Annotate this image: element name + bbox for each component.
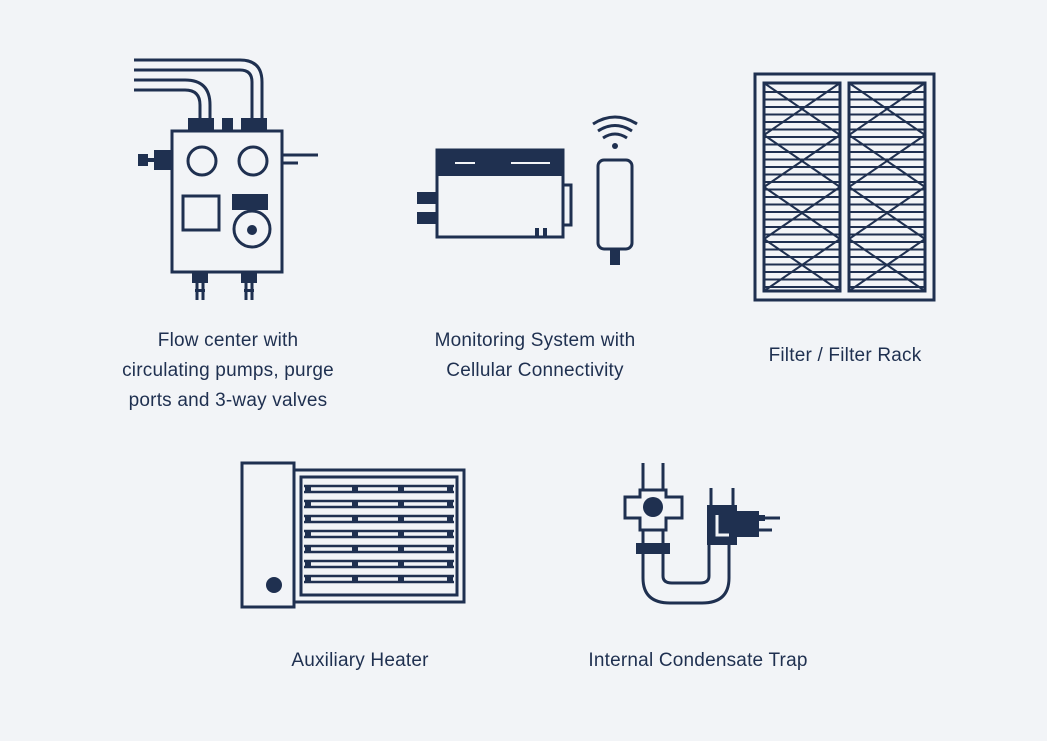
caption-line: Internal Condensate Trap xyxy=(588,650,808,671)
caption-condensate-trap: Internal Condensate Trap xyxy=(548,646,848,676)
caption-line: Auxiliary Heater xyxy=(291,650,429,671)
caption-auxiliary-heater: Auxiliary Heater xyxy=(210,646,510,676)
caption-filter-rack: Filter / Filter Rack xyxy=(695,341,995,371)
caption-line: Flow center with xyxy=(157,330,299,351)
caption-flow-center: Flow center with circulating pumps, purg… xyxy=(78,326,378,416)
caption-line: circulating pumps, purge xyxy=(122,360,334,381)
caption-line: Filter / Filter Rack xyxy=(768,345,922,366)
caption-monitoring-system: Monitoring System with Cellular Connecti… xyxy=(385,326,685,386)
caption-line: Cellular Connectivity xyxy=(446,360,624,381)
caption-line: ports and 3-way valves xyxy=(128,390,328,411)
caption-line: Monitoring System with xyxy=(434,330,636,351)
